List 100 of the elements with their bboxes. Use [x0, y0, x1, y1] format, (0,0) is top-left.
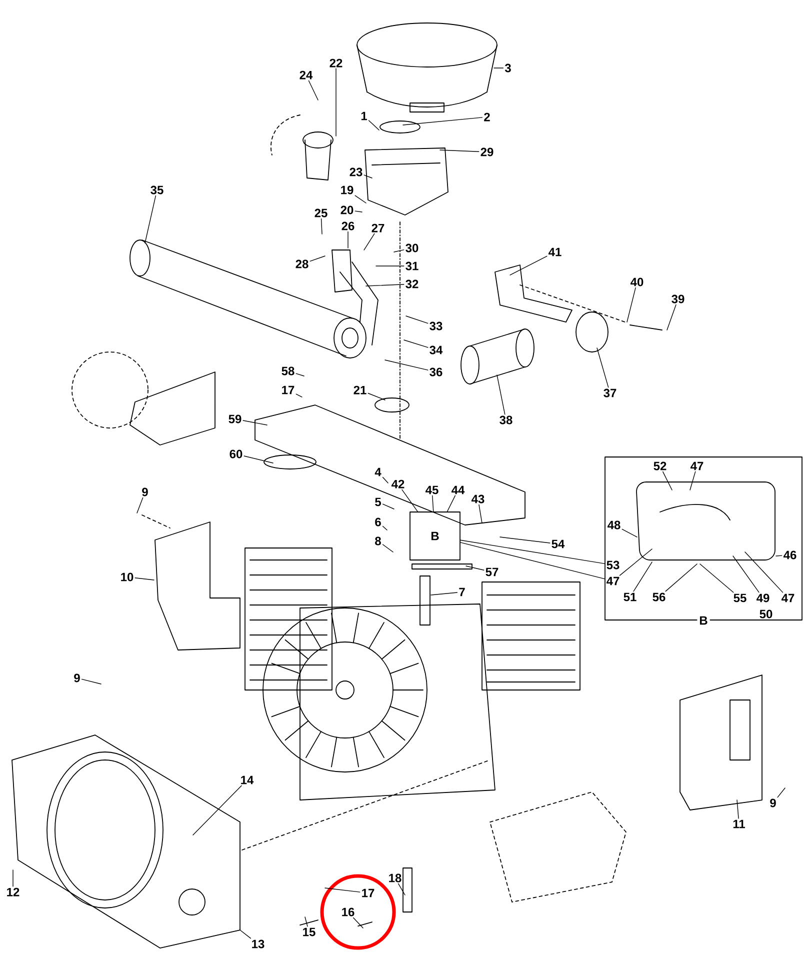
callout-number: 26: [342, 222, 354, 230]
leader-line: [622, 528, 638, 538]
leader-line: [368, 392, 386, 400]
callout-number: 9: [74, 674, 80, 682]
leader-line: [192, 785, 242, 836]
callout-number: 7: [459, 588, 465, 596]
callout-number: 35: [150, 186, 164, 194]
leader-line: [324, 888, 360, 892]
callout-number: 57: [486, 568, 498, 576]
leader-line: [308, 80, 318, 100]
leader-line: [690, 471, 696, 490]
leader-line: [406, 316, 428, 324]
callout-number: 55: [734, 594, 746, 602]
leader-line: [776, 555, 782, 556]
callout-number: 32: [406, 280, 418, 288]
callout-number: 3: [504, 64, 511, 72]
leader-line: [364, 174, 372, 178]
leader-line: [240, 930, 252, 939]
callout-number: 37: [604, 388, 616, 398]
leader-line: [394, 249, 404, 252]
callout-number: 17: [362, 888, 374, 898]
callout-number: 24: [300, 70, 313, 80]
callout-number: 43: [472, 494, 484, 504]
callout-number: 21: [354, 386, 366, 394]
callout-number: 2: [484, 112, 490, 122]
callout-number: 1: [361, 112, 367, 120]
callout-number: 30: [406, 244, 418, 252]
leader-line: [402, 117, 483, 126]
callout-number: 28: [296, 260, 308, 268]
callout-number: 48: [608, 520, 620, 530]
callout-number: 9: [142, 488, 148, 496]
callout-number: 13: [252, 940, 264, 948]
leader-line: [430, 592, 458, 596]
leader-line: [366, 284, 404, 286]
leader-line: [440, 150, 480, 152]
callout-number: 47: [690, 462, 704, 470]
callout-number: 23: [350, 168, 362, 176]
leader-line: [12, 870, 14, 887]
callout-number: 22: [330, 58, 342, 68]
leader-line: [81, 678, 102, 684]
callout-number: 16: [342, 908, 354, 916]
leader-line: [382, 476, 388, 484]
leader-line: [744, 552, 784, 593]
leader-line: [466, 566, 484, 570]
callout-number: 53: [606, 560, 620, 570]
leader-line: [134, 578, 154, 580]
leader-line: [478, 504, 482, 524]
callout-number: 4: [374, 468, 382, 476]
leader-line: [496, 374, 506, 415]
leader-line: [446, 495, 456, 512]
callout-number: 9: [770, 798, 776, 808]
callout-number: 15: [303, 928, 316, 936]
callout-number: 44: [452, 486, 465, 494]
callout-number: 41: [548, 248, 562, 256]
callout-number: 54: [552, 540, 565, 548]
leader-line: [732, 556, 760, 593]
leader-line: [382, 526, 388, 530]
callout-number: 58: [282, 366, 294, 376]
callout-number: 31: [406, 262, 418, 270]
callout-number: 40: [630, 278, 644, 286]
callout-number: 45: [426, 486, 438, 494]
leader-line: [364, 233, 375, 250]
callout-number: 19: [341, 186, 354, 194]
callout-number: 33: [430, 322, 442, 330]
callout-number: 25: [314, 208, 328, 218]
leader-line: [460, 540, 606, 564]
callout-number: 52: [654, 462, 666, 470]
leader-line: [310, 256, 326, 262]
leader-line: [296, 394, 302, 398]
callout-number: 38: [500, 416, 512, 424]
leader-line: [382, 504, 394, 510]
leader-line: [626, 287, 636, 322]
leader-line: [242, 420, 268, 426]
callout-number: 5: [375, 498, 381, 506]
leader-line: [460, 542, 606, 580]
leader-line: [432, 495, 434, 512]
leader-line: [633, 562, 652, 592]
leader-line: [368, 120, 380, 130]
leader-line: [666, 304, 676, 330]
callout-number: 56: [652, 592, 666, 602]
callout-number: 49: [756, 594, 770, 602]
callout-number: 36: [430, 368, 442, 376]
leader-line: [354, 210, 362, 212]
leader-line: [736, 800, 739, 819]
leader-line: [320, 218, 322, 234]
leader-line: [354, 195, 366, 204]
callout-number: 18: [389, 874, 402, 882]
leader-line: [384, 360, 428, 370]
part-box: B: [410, 512, 460, 560]
callout-number: 29: [480, 148, 494, 156]
callout-number: 50: [758, 608, 774, 620]
leader-line: [404, 340, 428, 348]
callout-number: 46: [784, 550, 796, 560]
leader-line: [382, 544, 394, 552]
leader-line: [296, 373, 304, 376]
leader-line: [662, 471, 672, 490]
callout-number: 6: [375, 518, 381, 526]
callout-number: 17: [282, 386, 294, 394]
leader-line: [619, 548, 652, 576]
callout-number: 10: [121, 572, 134, 582]
